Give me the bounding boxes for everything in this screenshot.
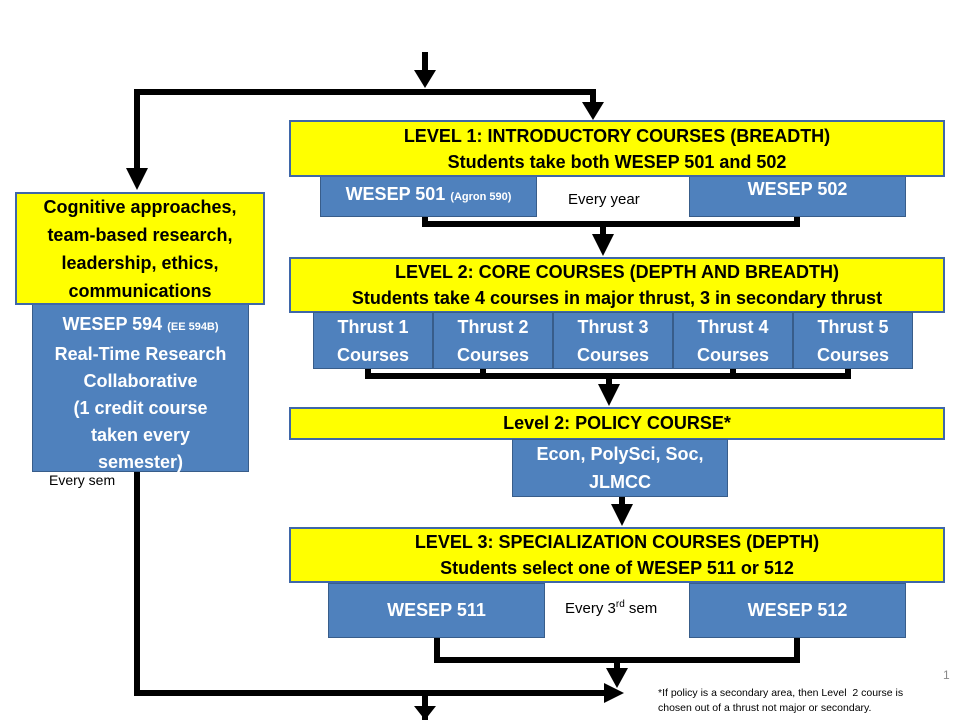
policy-box: Econ, PolySci, Soc, JLMCC — [512, 439, 728, 497]
level3-subtitle: Students select one of WESEP 511 or 512 — [440, 558, 794, 578]
thrust5-box: Thrust 5 Courses — [793, 312, 913, 369]
policy-line1: Econ, PolySci, Soc, — [536, 444, 704, 464]
cognitive-text: Cognitive approaches, team-based researc… — [43, 196, 237, 301]
wesep594-line2: Collaborative — [83, 371, 198, 391]
level3-frequency-prefix: Every 3 — [565, 600, 616, 617]
level3-frequency-suffix: sem — [624, 600, 658, 617]
thrust1-name: Thrust 1 — [337, 316, 409, 337]
level3-frequency-sup: rd — [615, 599, 625, 610]
bottom-exit-arrowhead — [414, 706, 436, 720]
thrust2-sub: Courses — [456, 344, 530, 365]
wesep594-frequency: Every sem — [49, 472, 116, 488]
wesep594-line3: (1 credit course — [73, 398, 208, 418]
level3-header: LEVEL 3: SPECIALIZATION COURSES (DEPTH) … — [289, 527, 945, 583]
level1-title: LEVEL 1: INTRODUCTORY COURSES (BREADTH) — [403, 125, 831, 146]
policy-arrowhead — [598, 384, 620, 406]
thrust5-name: Thrust 5 — [817, 316, 889, 337]
thrust3-sub: Courses — [576, 344, 650, 365]
thrust1-box: Thrust 1 Courses — [313, 312, 433, 369]
wesep594-line1: Real-Time Research — [54, 344, 227, 364]
thrust4-name: Thrust 4 — [697, 316, 769, 337]
page-number: 1 — [943, 668, 950, 682]
thrust3-box: Thrust 3 Courses — [553, 312, 673, 369]
thrust1-sub: Courses — [336, 344, 410, 365]
wesep502-label: WESEP 502 — [747, 179, 848, 199]
wesep594-line5: semester) — [97, 452, 184, 472]
thrust4-sub: Courses — [696, 344, 770, 365]
wesep501-label: WESEP 501 — [345, 184, 446, 204]
level1-header: LEVEL 1: INTRODUCTORY COURSES (BREADTH) … — [289, 120, 945, 177]
level1-arrowhead — [582, 102, 604, 120]
wesep594-label: WESEP 594 — [62, 314, 163, 334]
left-arrowhead — [126, 168, 148, 190]
footnote: *If policy is a secondary area, then Lev… — [658, 686, 903, 716]
level3-arrowhead — [611, 504, 633, 526]
top-entry-arrowhead — [414, 70, 436, 88]
level3-exit-arrowhead — [606, 668, 628, 688]
policy-header: Level 2: POLICY COURSE* — [289, 407, 945, 440]
level2-arrowhead — [592, 234, 614, 256]
footnote-line1: *If policy is a secondary area, then Lev… — [658, 687, 904, 699]
wesep511-label: WESEP 511 — [387, 600, 486, 620]
wesep511-box: WESEP 511 — [328, 583, 545, 638]
level2-subtitle: Students take 4 courses in major thrust,… — [351, 288, 883, 308]
wesep594-box: WESEP 594 (EE 594B) Real-Time Research C… — [32, 300, 249, 472]
thrust5-sub: Courses — [816, 344, 890, 365]
level2-title: LEVEL 2: CORE COURSES (DEPTH AND BREADTH… — [394, 262, 840, 282]
level1-frequency: Every year — [568, 191, 640, 208]
wesep501-box: WESEP 501 (Agron 590) — [320, 172, 537, 217]
thrust3-name: Thrust 3 — [577, 316, 649, 337]
footnote-line2: chosen out of a thrust not major or seco… — [658, 702, 872, 714]
level3-title: LEVEL 3: SPECIALIZATION COURSES (DEPTH) — [414, 532, 820, 552]
thrust2-name: Thrust 2 — [457, 316, 529, 337]
wesep501-note: (Agron 590) — [450, 191, 512, 203]
cognitive-box: Cognitive approaches, team-based researc… — [15, 192, 265, 305]
level3-frequency: Every 3rd sem — [565, 599, 657, 617]
bottom-right-arrowhead — [604, 683, 624, 703]
wesep594-note: (EE 594B) — [167, 321, 219, 333]
thrust4-box: Thrust 4 Courses — [673, 312, 793, 369]
policy-line2: JLMCC — [589, 472, 651, 492]
level1-subtitle: Students take both WESEP 501 and 502 — [447, 151, 787, 172]
policy-title: Level 2: POLICY COURSE* — [503, 413, 731, 433]
wesep594-line4: taken every — [90, 425, 191, 445]
thrust2-box: Thrust 2 Courses — [433, 312, 553, 369]
wesep512-box: WESEP 512 — [689, 583, 906, 638]
wesep512-label: WESEP 512 — [747, 600, 848, 620]
wesep502-box: WESEP 502 — [689, 172, 906, 217]
level2-header: LEVEL 2: CORE COURSES (DEPTH AND BREADTH… — [289, 257, 945, 313]
